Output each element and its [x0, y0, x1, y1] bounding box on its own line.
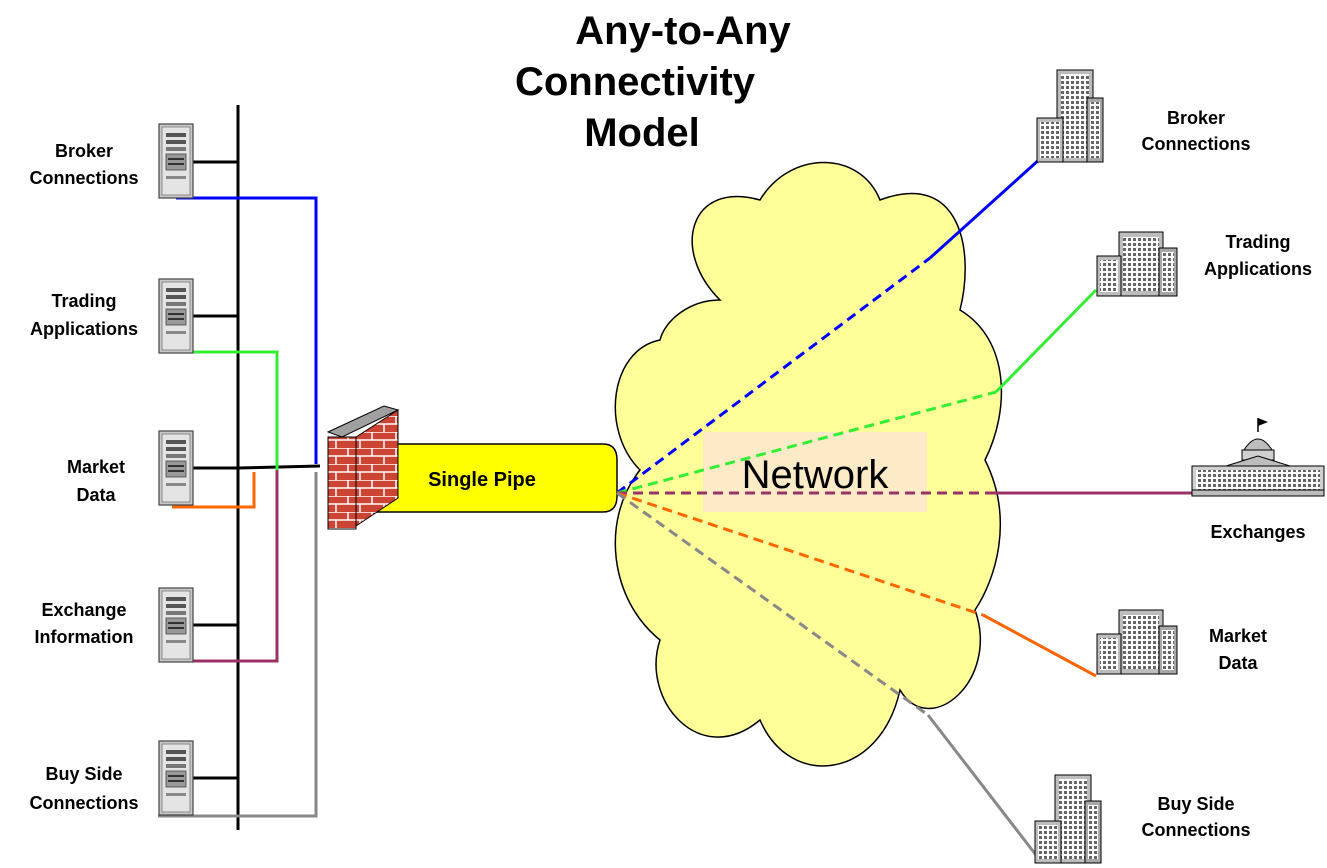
left-label-broker-2: Connections [29, 168, 138, 188]
network-label: Network [742, 453, 890, 497]
ray-trading-solid [994, 288, 1098, 394]
right-label-buyside-2: Connections [1141, 820, 1250, 840]
server-icon [158, 740, 194, 816]
ray-broker [616, 256, 931, 495]
right-label-exchanges: Exchanges [1210, 522, 1305, 542]
right-label-broker-1: Broker [1167, 108, 1225, 128]
server-icon [158, 278, 194, 354]
left-label-exchange-2: Information [35, 627, 134, 647]
single-pipe-label: Single Pipe [428, 469, 536, 491]
left-label-market-1: Market [67, 457, 125, 477]
right-label-trading-1: Trading [1225, 232, 1290, 252]
left-label-broker-1: Broker [55, 141, 113, 161]
link-left-market [172, 472, 256, 509]
left-label-trading-1: Trading [51, 291, 116, 311]
title-line-2: Connectivity [515, 60, 756, 104]
title-line-1: Any-to-Any [575, 9, 791, 53]
capitol-building-icon [1191, 418, 1325, 497]
ray-market-solid [982, 613, 1097, 678]
left-label-trading-2: Applications [30, 319, 138, 339]
brick-firewall-icon [326, 405, 400, 530]
left-labels: Broker Connections Trading Applications … [29, 141, 138, 813]
title-line-3: Model [584, 111, 700, 155]
ray-broker-solid [928, 156, 1043, 260]
left-label-buyside-2: Connections [29, 793, 138, 813]
left-label-buyside-1: Buy Side [45, 764, 122, 784]
server-stubs [192, 160, 321, 780]
tall-office-building-icon [1036, 69, 1104, 163]
server-icon [158, 123, 194, 199]
link-left-buyside [158, 472, 318, 818]
left-servers [158, 123, 194, 816]
left-label-market-2: Data [76, 485, 116, 505]
right-label-market-2: Data [1218, 653, 1258, 673]
link-left-exchange [172, 470, 279, 663]
link-left-trading [176, 350, 279, 470]
network-label-bg [703, 432, 927, 512]
office-building-icon [1096, 231, 1178, 297]
ray-market [616, 491, 984, 617]
right-label-buyside-1: Buy Side [1157, 794, 1234, 814]
server-icon [158, 430, 194, 506]
ray-buyside-solid [926, 714, 1038, 856]
diagram-title: Any-to-Any Connectivity Model [515, 9, 792, 155]
link-left-broker [176, 196, 318, 464]
office-building-icon [1096, 609, 1178, 675]
right-labels: Broker Connections Trading Applications … [1141, 108, 1312, 840]
ray-trading [616, 390, 997, 495]
server-icon [158, 587, 194, 663]
single-pipe [339, 443, 618, 513]
right-label-broker-2: Connections [1141, 134, 1250, 154]
left-label-exchange-1: Exchange [41, 600, 126, 620]
tall-office-building-icon [1034, 774, 1102, 864]
right-label-market-1: Market [1209, 626, 1267, 646]
right-label-trading-2: Applications [1204, 259, 1312, 279]
